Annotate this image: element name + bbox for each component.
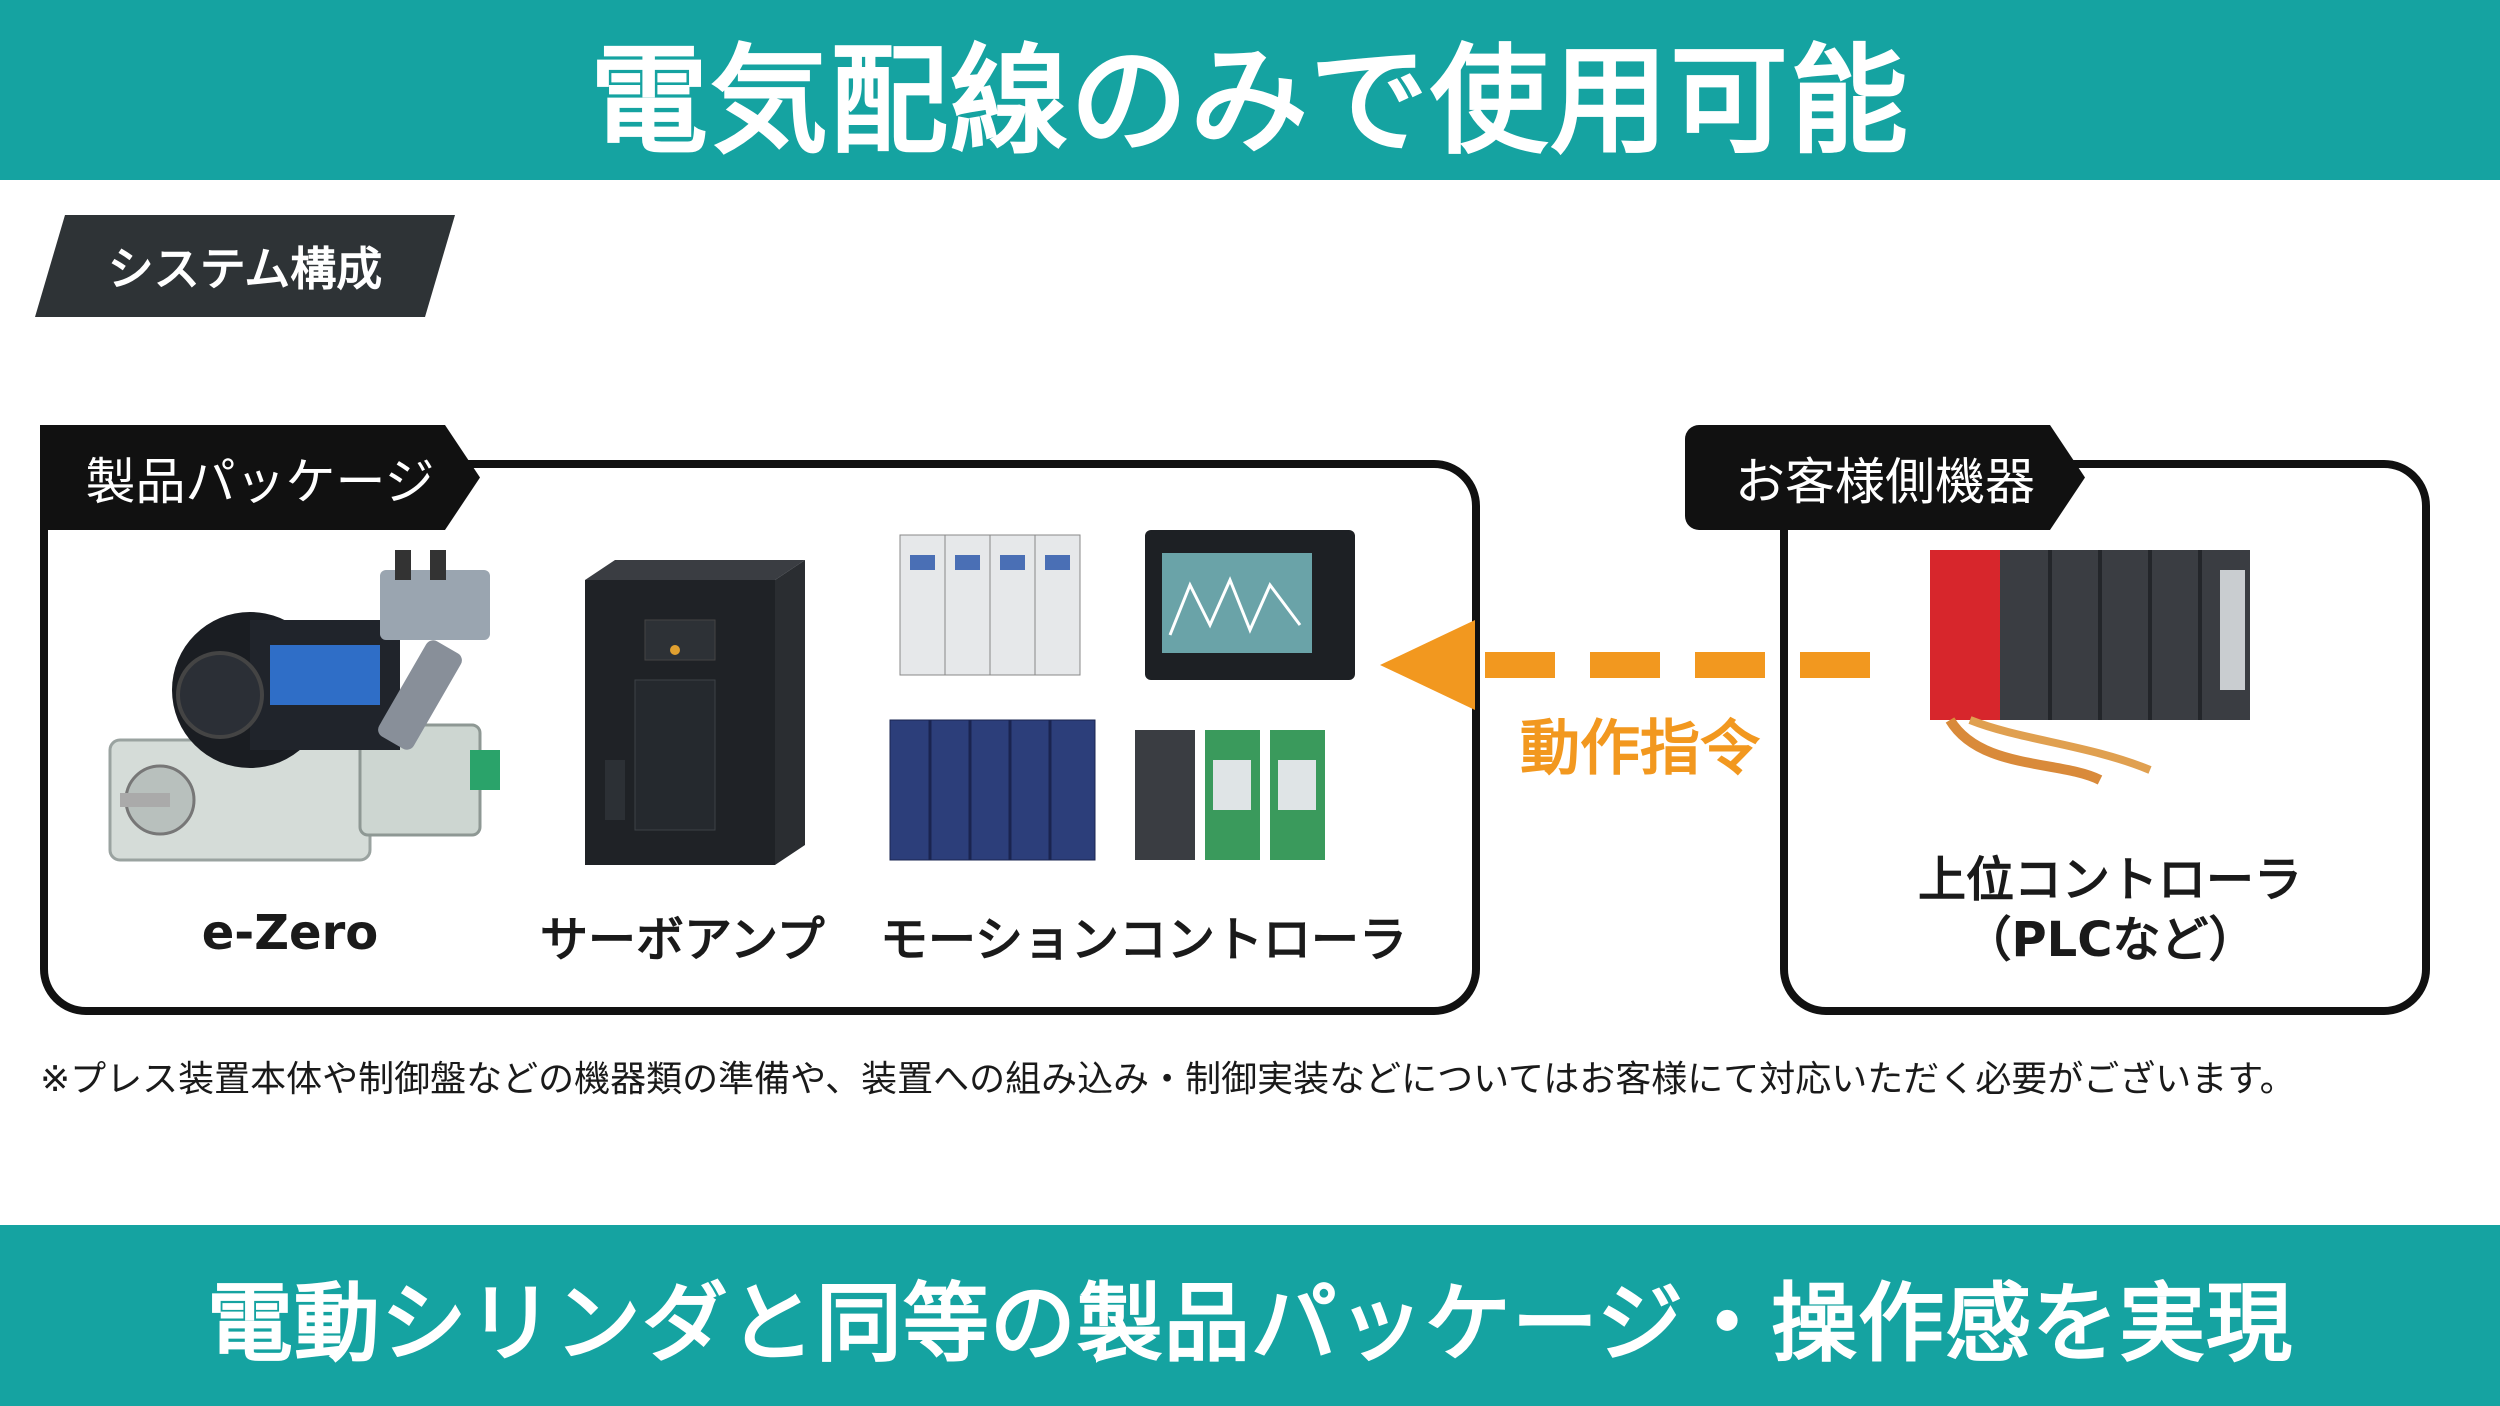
customer-equipment-tag: お客様側機器 (1685, 425, 2085, 530)
footer-text: 電動シリンダと同等の製品パッケージ・操作感を実現 (0, 1225, 2500, 1406)
motion-controller-label: モーションコントローラ (880, 912, 1408, 968)
motion-controller-image (889, 530, 1355, 861)
servo-amplifier-image (585, 560, 805, 865)
header-title: 電気配線のみで使用可能 (0, 0, 2500, 180)
e-zero-actuator-image (108, 550, 500, 862)
product-package-tag: 製品パッケージ (40, 425, 480, 530)
plc-image (1930, 550, 2250, 785)
servo-amplifier-label: サーボアンプ (540, 912, 825, 968)
command-arrow (1380, 620, 1870, 710)
product-package-box (40, 460, 1480, 1015)
customer-equipment-box (1780, 460, 2430, 1015)
footnote: ※プレス装置本体や制御盤などの機器類の準備や、装置への組み込み・制御実装などにつ… (40, 1059, 2296, 1100)
command-label: 動作指令 (1520, 714, 1760, 784)
plc-label-line1: 上位コントローラ (1917, 852, 2302, 908)
section-tag: システム構成 (35, 215, 455, 317)
plc-label-line2: （PLCなど） (1963, 912, 2257, 968)
e-zero-label: e-Zero (201, 905, 379, 961)
